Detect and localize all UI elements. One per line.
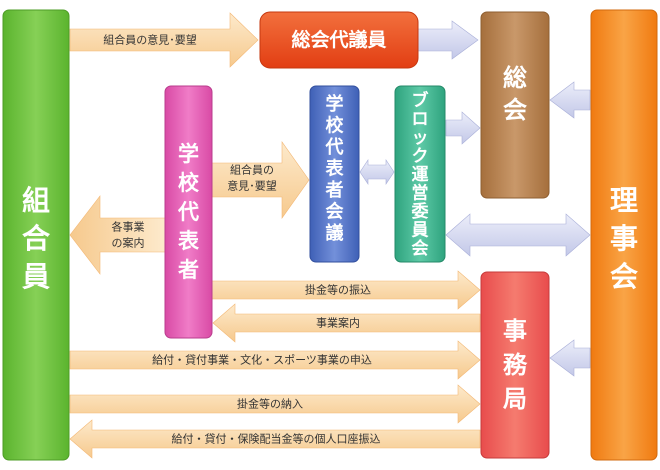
arrow-label-kaku-jigyou-1: 各事業: [112, 220, 145, 234]
arrow-rijikai-to-soukai: [549, 81, 591, 119]
arrow-label-jigyou-annai: 事業案内: [316, 316, 360, 330]
arrow-iken-to-daigiin: [69, 12, 259, 68]
arrow-label-kyufu-furikomi: 給付・貸付・保険配当金等の個人口座振込: [172, 432, 381, 446]
arrow-label-iken-youbou: 組合員の意見･要望: [103, 33, 197, 47]
arrow-label-kakekin-furikomi: 掛金等の振込: [305, 283, 371, 297]
arrow-jigyou-annai: [212, 303, 481, 343]
arrow-kyufu-moushikomi: [69, 340, 481, 380]
arrow-rijikai-to-jimukyoku: [549, 339, 591, 377]
box-gakkou-daihyousha-kaigi: 学校代表者会議: [309, 85, 360, 263]
box-label-kumiaiin: 組合員: [22, 184, 51, 293]
arrow-label-kyufu-moushikomi: 給付・貸付事業・文化・スポーツ事業の申込: [152, 353, 372, 367]
arrow-block-to-soukai: [445, 111, 481, 145]
arrow-label-kaku-jigyou-2: の案内: [112, 236, 145, 250]
arrow-label-kakekin-nounyu: 掛金等の納入: [237, 397, 303, 411]
box-label-jimukyoku: 事務局: [503, 317, 528, 413]
arrow-block-rijikai-bidirectional: [445, 213, 591, 257]
arrow-daigiin-to-soukai: [417, 20, 479, 60]
arrow-kyufu-furikomi: [69, 419, 481, 459]
arrow-kakekin-furikomi: [211, 270, 481, 310]
arrow-daihyousha-to-kaigi: [211, 141, 310, 219]
box-label-block-unei-iinkai: ブロック運営委員会: [411, 90, 429, 259]
box-label-gakkou-daihyousha: 学校代表者: [177, 142, 200, 282]
box-gakkou-daihyousha: 学校代表者: [164, 85, 213, 339]
box-block-unei-iinkai: ブロック運営委員会: [394, 85, 446, 263]
box-soukai-daigiin: 総会代議員: [259, 11, 419, 69]
box-jimukyoku: 事務局: [480, 271, 550, 459]
box-label-gakkou-daihyousha-kaigi: 学校代表者会議: [325, 93, 345, 244]
arrow-kakekin-nounyu: [69, 384, 481, 424]
box-label-rijikai: 理事会: [610, 184, 638, 293]
arrow-kaigi-block-bidirectional: [359, 159, 395, 185]
box-rijikai: 理事会: [590, 9, 658, 461]
box-label-soukai: 総会: [503, 64, 527, 124]
box-kumiaiin: 組合員: [2, 9, 70, 461]
arrow-label-iken-1: 組合員の: [230, 163, 274, 177]
arrow-annai-to-kumiaiin: [69, 195, 166, 275]
arrow-label-iken-2: 意見･要望: [227, 179, 277, 193]
box-label-soukai-daigiin: 総会代議員: [291, 28, 386, 51]
box-soukai: 総会: [480, 11, 550, 199]
